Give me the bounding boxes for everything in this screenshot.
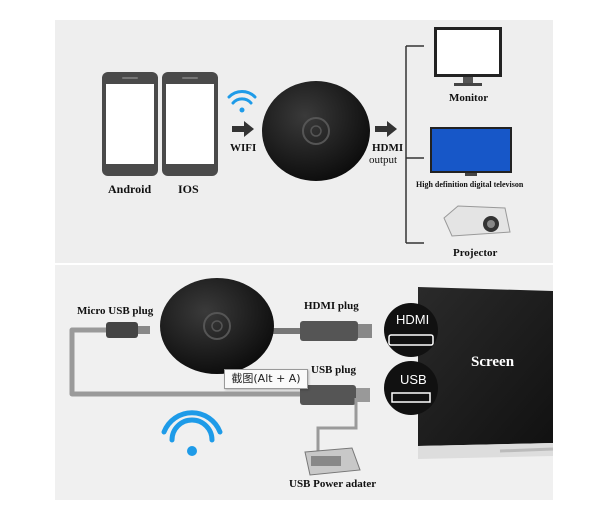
ios-label: IOS (178, 182, 199, 196)
arrow-right-icon (375, 121, 397, 137)
usb-port-icon (384, 361, 438, 415)
hdmi-plug-label: HDMI plug (304, 300, 359, 312)
wifi-label: WIFI (230, 142, 257, 154)
hdmi-port-label: HDMI (396, 312, 430, 327)
tv-screen (418, 287, 554, 459)
wifi-icon (161, 410, 223, 456)
monitor-icon (434, 27, 502, 86)
wifi-icon (227, 90, 257, 113)
hdmi-label: HDMI (372, 142, 404, 154)
output-bracket (405, 45, 424, 244)
usb-plug-icon (300, 385, 370, 405)
projector-label: Projector (453, 247, 498, 259)
micro-usb-plug-icon (106, 322, 150, 338)
monitor-label: Monitor (449, 92, 489, 104)
screenshot-tooltip: 截图(Alt + A) (224, 369, 308, 389)
android-phone-icon (102, 72, 158, 176)
usb-plug-label: USB plug (311, 364, 356, 376)
screen-label: Screen (471, 354, 515, 370)
tv-icon (430, 127, 512, 176)
projector-icon (443, 205, 511, 237)
hdmi-port-icon (384, 303, 438, 357)
hdmi-plug-icon (260, 321, 372, 341)
android-label: Android (108, 182, 152, 196)
usb-port-label: USB (400, 372, 427, 387)
power-cable (316, 398, 358, 452)
power-adapter-label: USB Power adater (289, 478, 377, 490)
dongle-icon (262, 81, 370, 181)
ios-phone-icon (162, 72, 218, 176)
dongle-icon (160, 278, 274, 374)
power-adapter-icon (304, 447, 361, 476)
arrow-right-icon (232, 121, 254, 137)
output-label: output (369, 154, 398, 166)
micro-usb-cable (69, 327, 310, 397)
tv-label: High definition digital televison (416, 180, 524, 189)
micro-usb-label: Micro USB plug (77, 305, 154, 317)
